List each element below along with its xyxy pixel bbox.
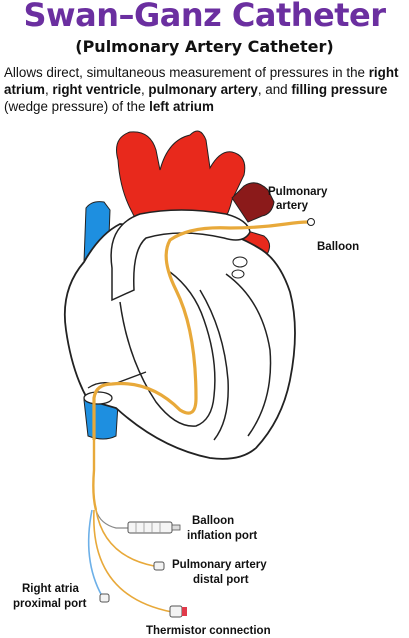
label-thermistor-connection: Thermistor connection [146,625,271,637]
label-right-atria-line2: proximal port [13,598,87,610]
label-pulmonary-artery: Pulmonary artery [268,186,331,212]
right-atria-line [87,509,103,597]
desc-text-1: Allows direct, simultaneous measurement … [4,65,365,80]
label-pa-distal-port: Pulmonary artery distal port [172,559,270,586]
pulmonary-vessel-upper [231,182,275,223]
label-pa-distal-line1: Pulmonary artery [172,559,267,571]
label-balloon: Balloon [317,241,359,253]
pulmonary-trunk [110,209,251,302]
desc-left-atrium: left atrium [149,99,214,114]
desc-filling-pressure: filling pressure [291,82,388,97]
left-ventricle-wall [225,273,272,437]
label-balloon-inflation-port: Balloon inflation port [187,515,257,542]
syringe [127,521,181,534]
diagram-title: Swan–Ganz Catheter [23,0,386,34]
label-pulmonary-artery-line2: artery [276,200,309,212]
desc-sep-4: (wedge pressure) of the [4,99,150,114]
label-balloon-inflation-line1: Balloon [192,515,234,527]
septum [199,289,229,441]
catheter-tube [92,440,98,511]
diagram-subtitle: (Pulmonary Artery Catheter) [75,37,334,56]
pulmonary-vein-opening-2 [231,269,245,279]
desc-right-ventricle: right ventricle [52,82,141,97]
right-atrium-opening [83,391,113,405]
thermistor-line [93,509,173,613]
thermistor-connector [169,605,187,618]
pa-distal-line [95,509,155,567]
desc-right-atrium: right atrium [4,65,399,97]
pulmonary-vein-opening-1 [232,256,248,268]
pa-distal-port-connector [153,561,165,571]
desc-pulmonary-artery: pulmonary artery [148,82,258,97]
label-balloon-inflation-line2: inflation port [187,530,257,542]
desc-sep-2: , [140,82,149,97]
right-ventricle-wall [119,271,216,427]
catheter-path [92,220,309,440]
description-text: Allows direct, simultaneous measurement … [4,64,409,115]
desc-sep-3: , and [257,82,292,97]
desc-sep-1: , [44,82,53,97]
label-pa-distal-line2: distal port [193,574,249,586]
label-right-atria-proximal-port: Right atria proximal port [13,583,87,610]
right-atria-port-connector [99,593,110,603]
label-right-atria-line1: Right atria [22,583,79,595]
label-pulmonary-artery-line1: Pulmonary [268,186,328,198]
balloon-tip [307,218,315,226]
